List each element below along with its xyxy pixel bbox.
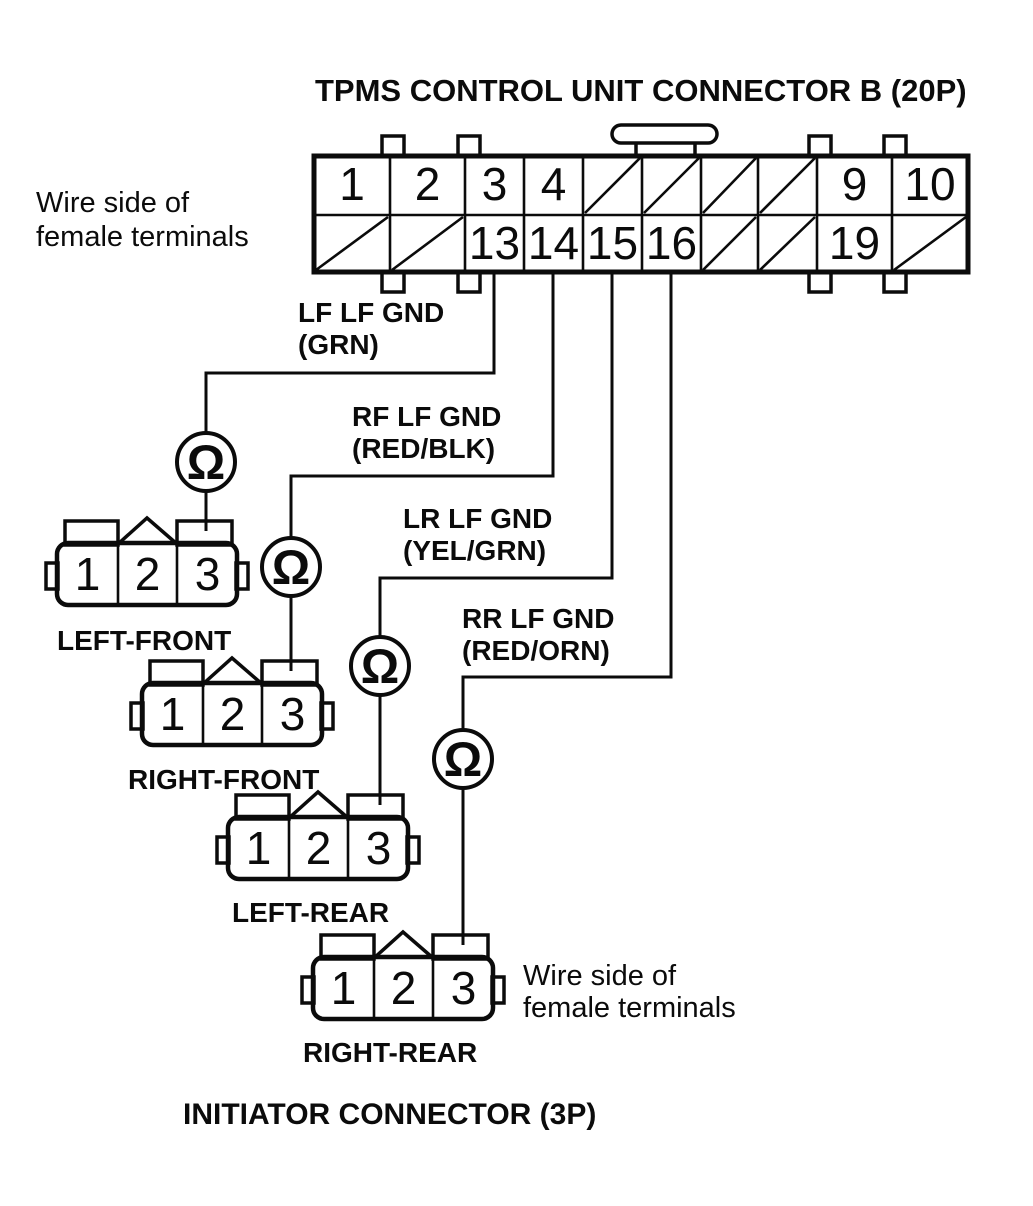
initiator-key-triangle bbox=[201, 655, 264, 686]
connector-b-pin-19: 19 bbox=[829, 217, 880, 269]
connector-b-pin-1: 1 bbox=[339, 158, 365, 210]
connector-b-pin-15: 15 bbox=[587, 217, 638, 269]
initiator-pin-1: 1 bbox=[75, 548, 101, 600]
initiator-pin-1: 1 bbox=[160, 688, 186, 740]
initiator-name-label: RIGHT-FRONT bbox=[128, 764, 319, 795]
wire-pin-15 bbox=[378, 274, 614, 637]
resistance-circle bbox=[175, 431, 237, 493]
initiator-body bbox=[54, 540, 240, 608]
initiator-name-label: LEFT-REAR bbox=[232, 897, 389, 928]
connector-b-unused-cavity bbox=[584, 157, 641, 214]
connector-b-unused-cavity bbox=[759, 157, 816, 214]
connector-b-pin-4: 4 bbox=[541, 158, 567, 210]
initiator-body bbox=[225, 814, 411, 882]
connector-b-pin-3: 3 bbox=[482, 158, 508, 210]
ohm-symbol-icon: Ω bbox=[444, 734, 482, 787]
connector-b-latch-handle bbox=[610, 123, 719, 145]
wire-label-lr-line-1: LR LF GND bbox=[403, 503, 552, 534]
wire-label-rf-line-2: (RED/BLK) bbox=[352, 433, 495, 464]
connector-b-pin-9: 9 bbox=[842, 158, 868, 210]
connector-b-unused-cavity bbox=[893, 215, 967, 272]
initiator-body bbox=[139, 680, 325, 748]
initiator-pin-3: 3 bbox=[195, 548, 221, 600]
resistance-circle bbox=[432, 728, 494, 790]
initiator-name-label: LEFT-FRONT bbox=[57, 625, 231, 656]
initiator-pin-2: 2 bbox=[220, 688, 246, 740]
connector-b-pin-16: 16 bbox=[646, 217, 697, 269]
resistance-circle bbox=[349, 635, 411, 697]
initiator-pin-3: 3 bbox=[366, 822, 392, 874]
initiator-pin-3: 3 bbox=[451, 962, 477, 1014]
initiator-pin-2: 2 bbox=[306, 822, 332, 874]
ohm-symbol-icon: Ω bbox=[272, 542, 310, 595]
wire-side-note-right-line-2: female terminals bbox=[523, 992, 736, 1024]
initiator-connector-caption: INITIATOR CONNECTOR (3P) bbox=[183, 1098, 596, 1131]
connector-b-pin-10: 10 bbox=[904, 158, 955, 210]
wire-label-rr-line-1: RR LF GND bbox=[462, 603, 614, 634]
wire-label-rr-line-2: (RED/ORN) bbox=[462, 635, 610, 666]
connector-b-unused-cavity bbox=[391, 215, 464, 272]
initiator-pin-1: 1 bbox=[246, 822, 272, 874]
initiator-key-triangle bbox=[116, 515, 179, 546]
initiator-pin-2: 2 bbox=[391, 962, 417, 1014]
initiator-pin-2: 2 bbox=[135, 548, 161, 600]
ohm-symbol-icon: Ω bbox=[187, 437, 225, 490]
wire-label-lf-line-2: (GRN) bbox=[298, 329, 379, 360]
connector-b-unused-cavity bbox=[643, 157, 700, 214]
wire-label-lf-line-1: LF LF GND bbox=[298, 297, 444, 328]
initiator-body bbox=[310, 954, 496, 1022]
connector-b-pin-14: 14 bbox=[528, 217, 579, 269]
initiator-pin-1: 1 bbox=[331, 962, 357, 1014]
connector-b-pin-13: 13 bbox=[469, 217, 520, 269]
wire-label-rf-line-1: RF LF GND bbox=[352, 401, 501, 432]
initiator-key-triangle bbox=[372, 929, 435, 960]
connector-b-unused-cavity bbox=[315, 215, 389, 272]
initiator-pin-3: 3 bbox=[280, 688, 306, 740]
connector-b-pin-2: 2 bbox=[415, 158, 441, 210]
connector-b-unused-cavity bbox=[759, 216, 816, 271]
wire-pin-14 bbox=[289, 274, 555, 538]
wire-label-lr-line-2: (YEL/GRN) bbox=[403, 535, 546, 566]
connector-b-unused-cavity bbox=[702, 157, 757, 214]
page-title: TPMS CONTROL UNIT CONNECTOR B (20P) bbox=[315, 73, 967, 108]
wire-pin-16 bbox=[461, 274, 673, 730]
ohm-symbol-icon: Ω bbox=[361, 641, 399, 694]
initiator-name-label: RIGHT-REAR bbox=[303, 1037, 477, 1068]
initiator-key-triangle bbox=[287, 789, 350, 820]
wire-side-note-left-line-2: female terminals bbox=[36, 221, 249, 253]
resistance-circle bbox=[260, 536, 322, 598]
wire-side-note-left-line-1: Wire side of bbox=[36, 187, 190, 219]
wire-pin-13 bbox=[204, 274, 496, 433]
wire-side-note-right-line-1: Wire side of bbox=[523, 960, 677, 992]
connector-b-unused-cavity bbox=[702, 216, 757, 271]
